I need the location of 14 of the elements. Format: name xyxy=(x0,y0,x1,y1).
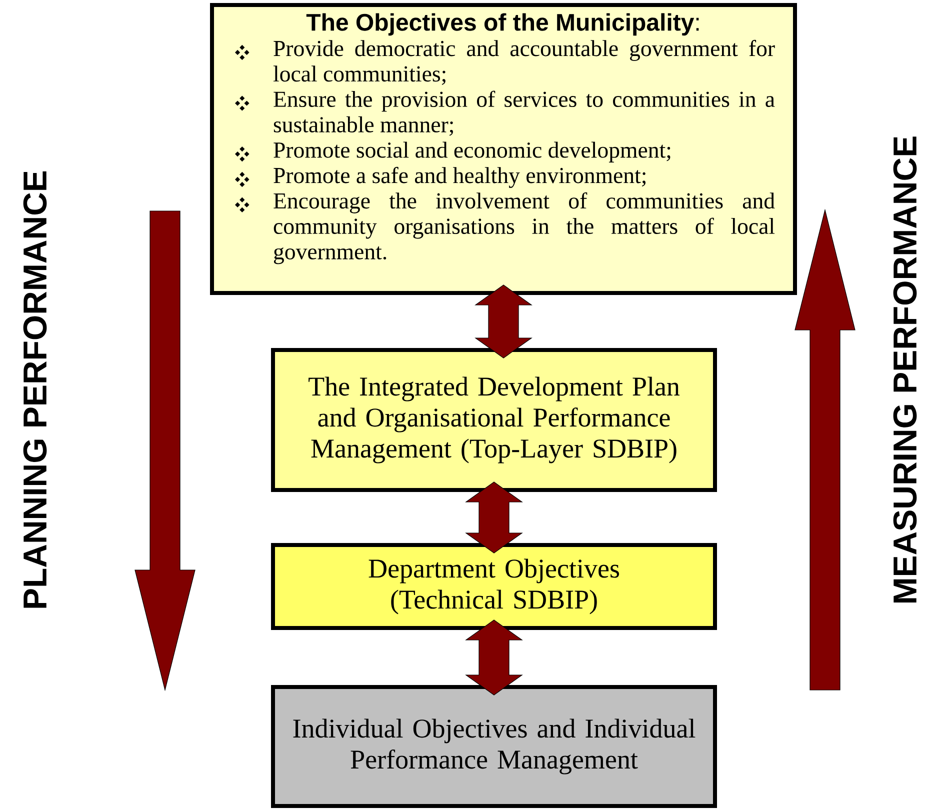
list-item: Promote social and economic development; xyxy=(274,142,670,162)
side-label: MEASURING PERFORMANCE xyxy=(893,136,917,602)
list-item: Ensure the provision of services to communities in a sustainable manner; xyxy=(274,90,775,136)
double-arrow xyxy=(474,284,532,358)
plan-box: The Integrated Development Plan and Organisational Performance Management (Top-Layer SDBIP) xyxy=(271,348,717,492)
list-item: Provide democratic and accountable government for local communities; xyxy=(273,40,775,85)
list-item: Encourage the involvement of communities and community organisations in the matters of local government. xyxy=(274,192,775,264)
department-box: Department Objectives (Technical SDBIP) xyxy=(271,543,717,630)
double-arrow xyxy=(465,620,523,696)
double-arrow xyxy=(465,482,523,554)
individual-box: Individual Objectives and Individual Performance Management xyxy=(271,685,717,808)
list-item: Promote a safe and healthy environment; xyxy=(274,166,646,188)
objectives-box: The Objectives of the Municipality: Provide democratic and accountable government for local communities; Ensure the provision of services to communities in a sustainable manner; Promote social and economic development; Promote a safe and healthy environment; Encourage the involvement of communities and community organisations in the matters of local government. xyxy=(210,3,797,295)
side-label: PLANNING PERFORMANCE xyxy=(23,171,47,608)
